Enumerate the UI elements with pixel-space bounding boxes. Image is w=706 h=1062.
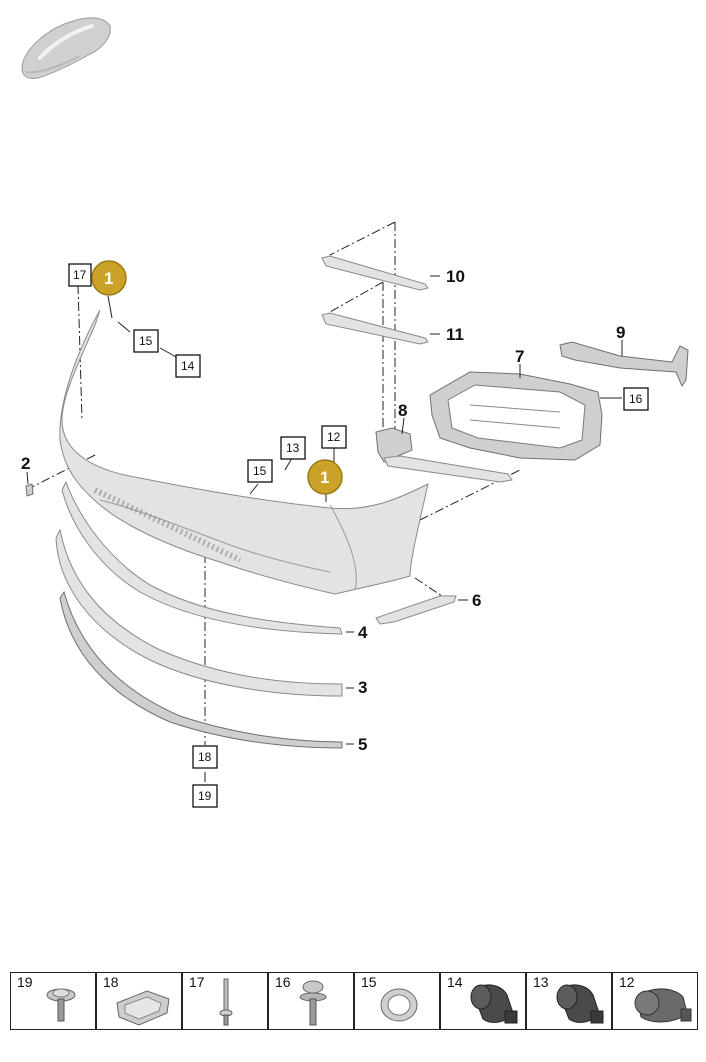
sensor-icon bbox=[470, 984, 518, 1024]
boxed-label-14: 14 bbox=[175, 354, 201, 378]
spoiler-3 bbox=[55, 528, 343, 697]
strip-number: 16 bbox=[275, 974, 291, 990]
svg-text:19: 19 bbox=[198, 789, 212, 803]
car-silhouette-icon bbox=[21, 17, 111, 79]
svg-text:12: 12 bbox=[327, 430, 341, 444]
sensor-icon bbox=[556, 984, 604, 1024]
strip-cell-12[interactable]: 12 bbox=[612, 972, 698, 1030]
trim-strip-11 bbox=[321, 312, 429, 345]
svg-text:1: 1 bbox=[104, 269, 113, 288]
badge-1-lower: 1 bbox=[307, 459, 343, 495]
screw-icon bbox=[46, 988, 76, 1022]
strip-cell-19[interactable]: 19 bbox=[10, 972, 96, 1030]
side-bracket-9 bbox=[559, 341, 689, 388]
strip-number: 19 bbox=[17, 974, 33, 990]
boxed-label-16: 16 bbox=[623, 387, 649, 411]
callout-2: 2 bbox=[21, 454, 30, 473]
strip-cell-18[interactable]: 18 bbox=[96, 972, 182, 1030]
strip-cell-16[interactable]: 16 bbox=[268, 972, 354, 1030]
svg-text:13: 13 bbox=[286, 441, 300, 455]
strip-cell-15[interactable]: 15 bbox=[354, 972, 440, 1030]
clip-bracket-icon bbox=[116, 990, 170, 1026]
callout-7: 7 bbox=[515, 347, 524, 366]
rivet-icon bbox=[219, 978, 233, 1026]
callout-9: 9 bbox=[616, 323, 625, 342]
bracket-8 bbox=[375, 427, 413, 463]
boxed-label-12: 12 bbox=[321, 425, 347, 449]
boxed-label-19: 19 bbox=[192, 784, 218, 808]
callout-10: 10 bbox=[446, 267, 465, 286]
callout-6: 6 bbox=[472, 591, 481, 610]
strip-number: 14 bbox=[447, 974, 463, 990]
callout-11: 11 bbox=[446, 325, 464, 344]
strip-number: 15 bbox=[361, 974, 377, 990]
svg-text:14: 14 bbox=[181, 359, 195, 373]
callout-3: 3 bbox=[358, 678, 367, 697]
boxed-label-15-lower: 15 bbox=[247, 459, 273, 483]
pin-2 bbox=[25, 483, 34, 497]
screw-icon bbox=[299, 980, 327, 1026]
svg-text:1: 1 bbox=[320, 468, 329, 487]
leader-lines bbox=[26, 275, 623, 782]
callout-5: 5 bbox=[358, 735, 367, 754]
boxed-label-15-upper: 15 bbox=[133, 329, 159, 353]
svg-text:17: 17 bbox=[73, 268, 87, 282]
side-trim-6 bbox=[375, 595, 457, 625]
lower-lip-4 bbox=[61, 480, 343, 635]
bumper-carrier-7 bbox=[429, 371, 603, 461]
lower-trim-strip bbox=[383, 455, 513, 483]
ring-icon bbox=[380, 988, 418, 1022]
strip-number: 12 bbox=[619, 974, 635, 990]
bumper-cover-main bbox=[59, 309, 429, 595]
boxed-label-18: 18 bbox=[192, 745, 218, 769]
callout-4: 4 bbox=[358, 623, 368, 642]
svg-text:18: 18 bbox=[198, 750, 212, 764]
badge-1-upper: 1 bbox=[91, 260, 127, 296]
strip-cell-17[interactable]: 17 bbox=[182, 972, 268, 1030]
sensor-icon bbox=[634, 988, 692, 1023]
callout-8: 8 bbox=[398, 401, 407, 420]
strip-number: 13 bbox=[533, 974, 549, 990]
svg-text:15: 15 bbox=[253, 464, 267, 478]
strip-number: 18 bbox=[103, 974, 119, 990]
svg-text:15: 15 bbox=[139, 334, 153, 348]
boxed-label-17: 17 bbox=[68, 263, 92, 287]
strip-number: 17 bbox=[189, 974, 205, 990]
boxed-label-13: 13 bbox=[280, 436, 306, 460]
trim-strip-10 bbox=[321, 255, 429, 291]
svg-text:16: 16 bbox=[629, 392, 643, 406]
bottom-trim-5 bbox=[59, 590, 343, 749]
strip-cell-13[interactable]: 13 bbox=[526, 972, 612, 1030]
strip-cell-14[interactable]: 14 bbox=[440, 972, 526, 1030]
